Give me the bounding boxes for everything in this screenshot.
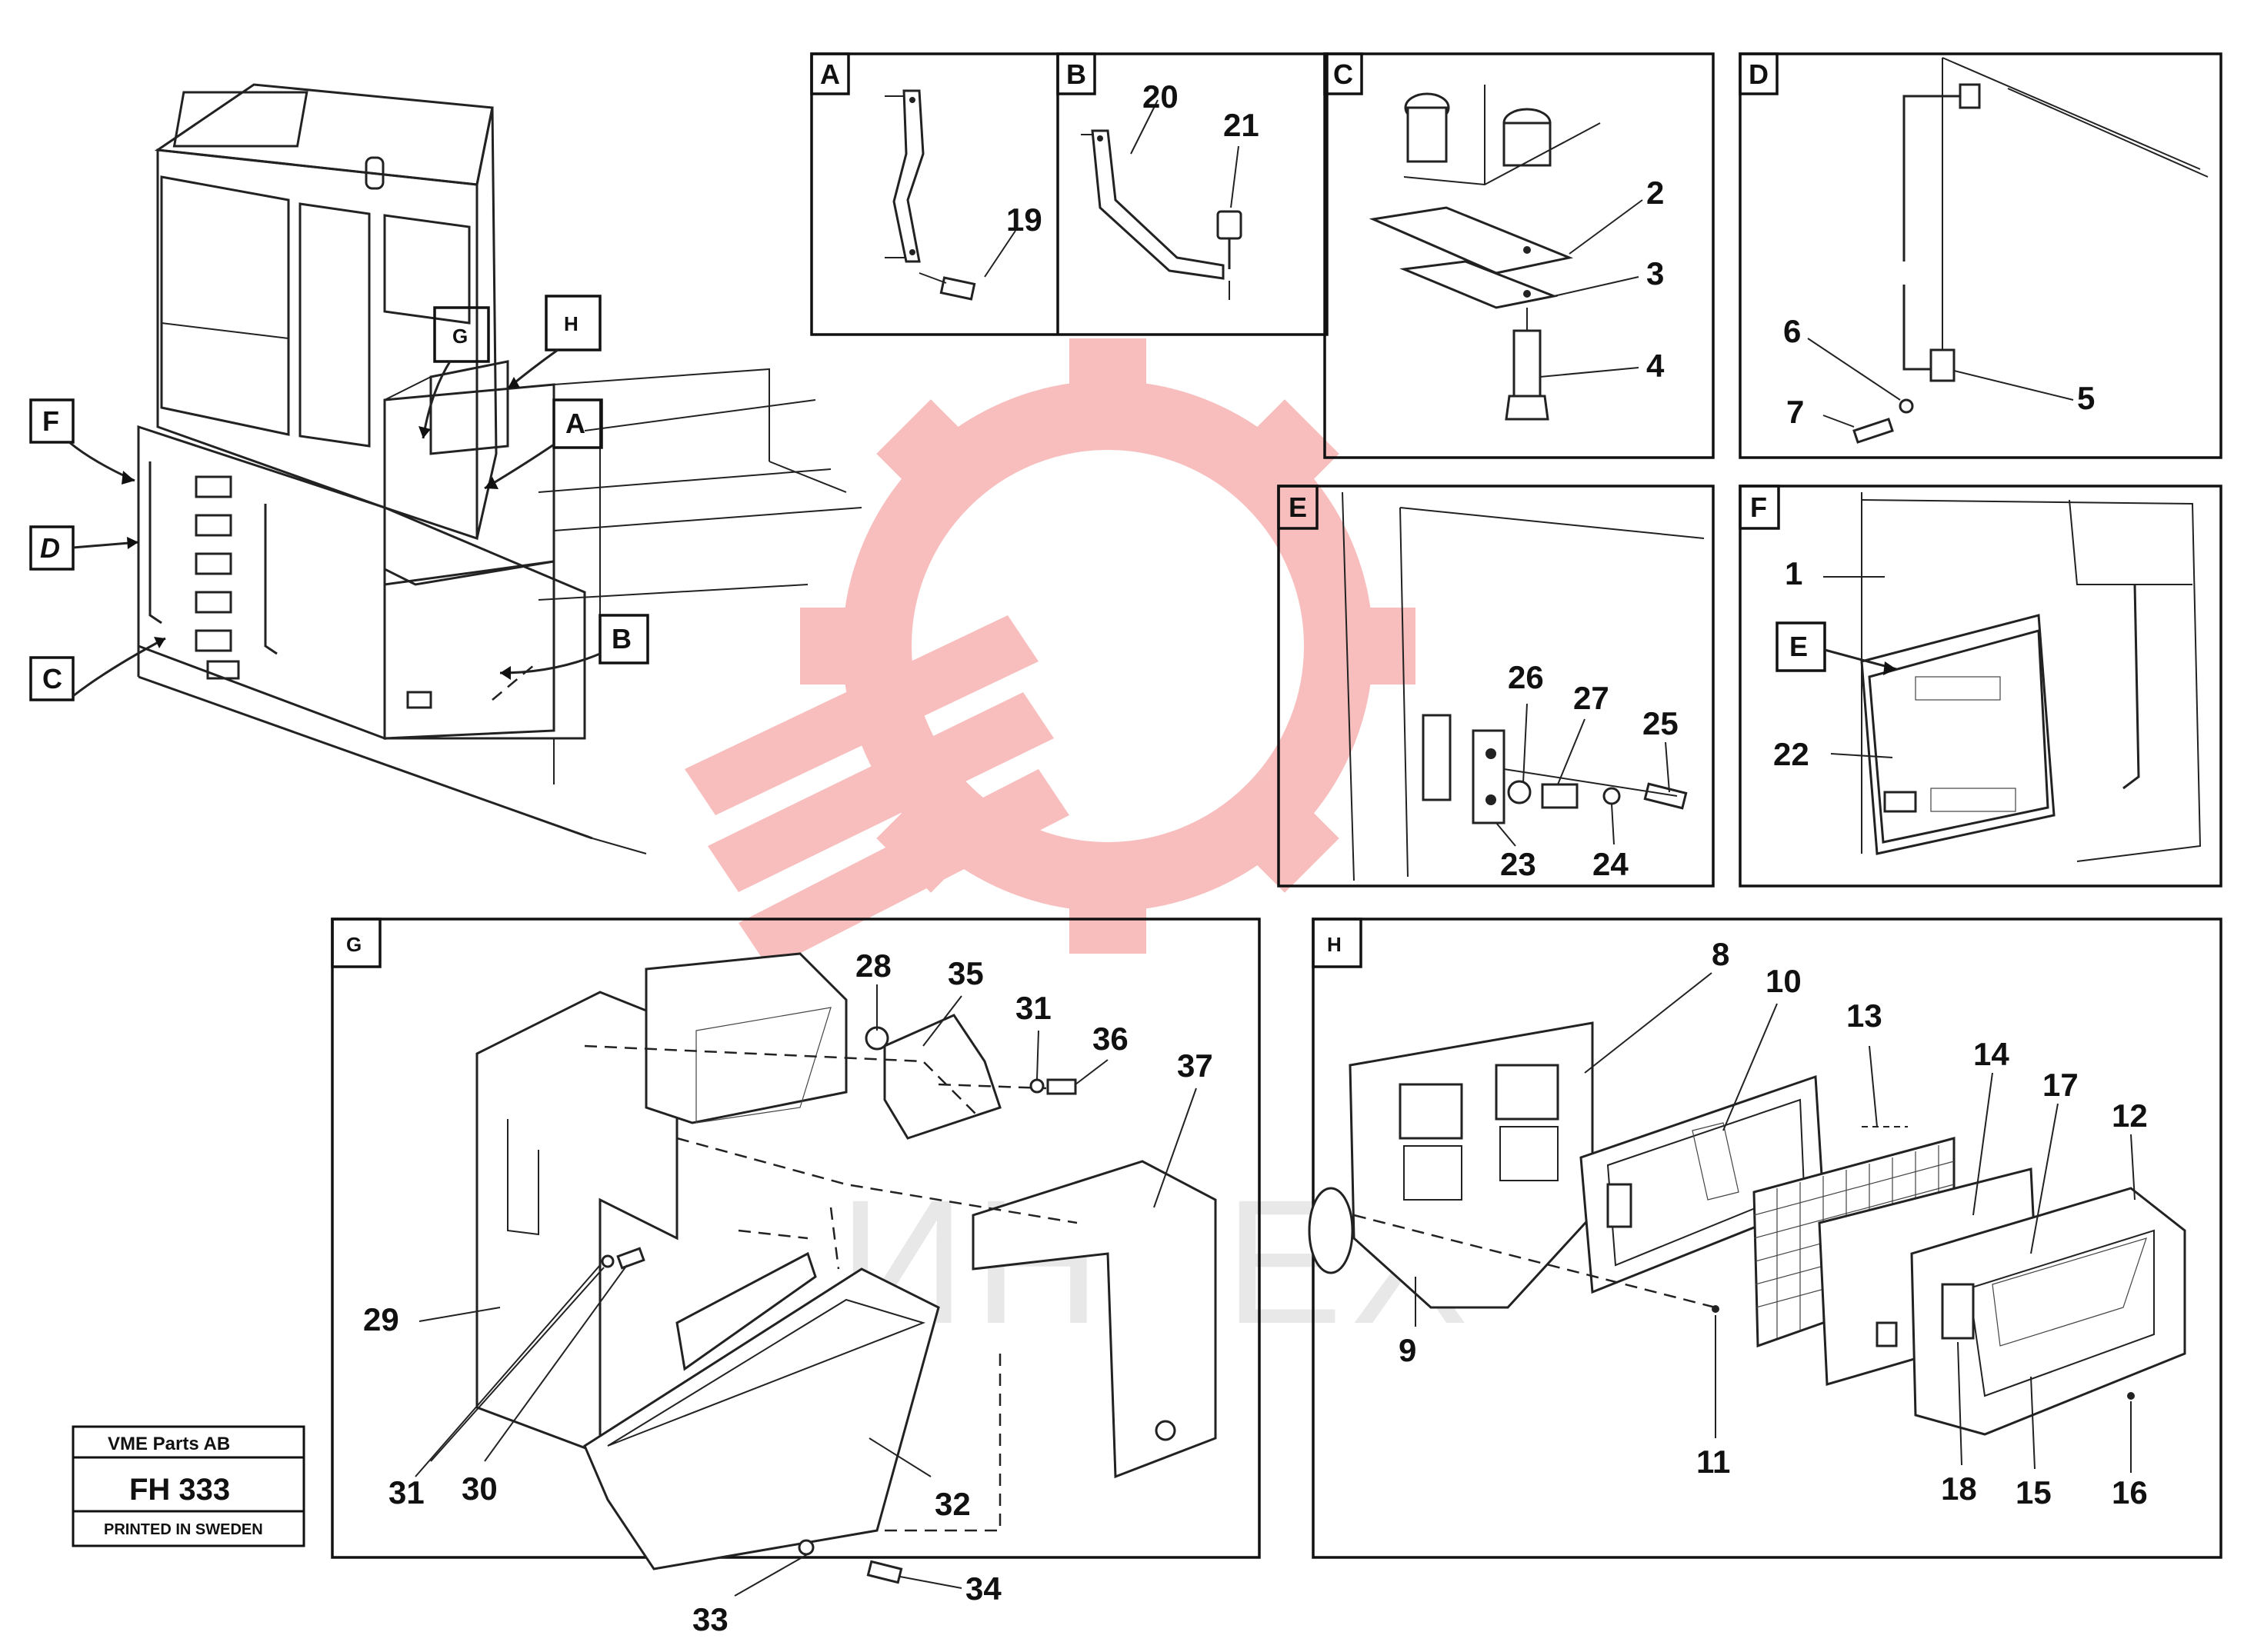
title-block-company: VME Parts AB: [108, 1434, 230, 1454]
main-label-D: D: [29, 525, 139, 571]
svg-text:C: C: [1333, 58, 1353, 90]
callout-34: 34: [965, 1570, 1002, 1607]
callout-12: 12: [2112, 1097, 2148, 1134]
title-block-printed: PRINTED IN SWEDEN: [104, 1521, 263, 1538]
panel-H: H: [1308, 918, 2222, 1559]
svg-text:H: H: [1327, 933, 1342, 956]
callout-28: 28: [855, 948, 892, 984]
callout-37: 37: [1177, 1047, 1213, 1084]
panel-G: G 28 35 31: [331, 918, 1261, 1584]
callout-32: 32: [935, 1486, 971, 1522]
svg-text:C: C: [42, 663, 62, 694]
panel-E: E 26 27 25 23 24: [1277, 485, 1715, 888]
main-label-B: B: [499, 614, 649, 680]
callout-14: 14: [1973, 1036, 2009, 1072]
panel-A: A 19: [810, 52, 1042, 301]
callout-4: 4: [1646, 348, 1665, 384]
watermark-gear-logo: [685, 338, 1415, 969]
callout-25: 25: [1642, 705, 1679, 741]
svg-text:F: F: [1750, 491, 1767, 523]
callout-27: 27: [1573, 680, 1609, 716]
callout-15: 15: [2016, 1474, 2052, 1510]
callout-6: 6: [1783, 313, 1801, 349]
callout-20: 20: [1142, 78, 1179, 115]
main-label-F: F: [29, 398, 135, 485]
callout-29: 29: [363, 1301, 399, 1337]
main-cab-view: [137, 83, 862, 854]
svg-text:B: B: [612, 623, 632, 654]
callout-36: 36: [1092, 1021, 1129, 1057]
callout-35: 35: [948, 955, 984, 991]
svg-text:A: A: [565, 408, 585, 439]
callout-18: 18: [1941, 1470, 1977, 1507]
callout-19: 19: [1006, 202, 1042, 238]
panel-D: D 6 7 5: [1739, 52, 2222, 459]
callout-24: 24: [1592, 846, 1629, 882]
svg-text:G: G: [346, 933, 362, 956]
svg-text:E: E: [1289, 491, 1307, 523]
callout-33: 33: [692, 1601, 729, 1637]
callout-5: 5: [2077, 380, 2095, 416]
callout-3: 3: [1646, 255, 1664, 291]
callout-22: 22: [1773, 736, 1809, 772]
callout-1: 1: [1785, 555, 1802, 591]
main-label-G: G: [418, 306, 490, 439]
callout-10: 10: [1766, 963, 1802, 999]
svg-text:D: D: [40, 532, 60, 564]
panel-G-outside-callouts: 33 34: [692, 1554, 1002, 1637]
main-label-H: H: [507, 295, 602, 390]
svg-text:E: E: [1789, 631, 1808, 662]
title-block-code: FH 333: [129, 1473, 230, 1507]
svg-text:F: F: [42, 405, 59, 437]
callout-23: 23: [1500, 846, 1536, 882]
panel-B: B 20 21: [1056, 52, 1259, 300]
svg-text:G: G: [452, 325, 468, 348]
svg-text:H: H: [564, 312, 579, 335]
callout-30: 30: [462, 1470, 498, 1507]
panel-C: C 2 3 4: [1323, 52, 1715, 459]
svg-text:B: B: [1066, 58, 1086, 90]
callout-9: 9: [1399, 1332, 1416, 1368]
callout-17: 17: [2042, 1067, 2079, 1103]
callout-8: 8: [1712, 936, 1729, 972]
callout-11: 11: [1696, 1444, 1730, 1480]
callout-31b: 31: [388, 1474, 425, 1510]
callout-31: 31: [1015, 990, 1052, 1026]
callout-13: 13: [1846, 998, 1882, 1034]
callout-26: 26: [1508, 659, 1544, 695]
title-block: VME Parts AB FH 333 PRINTED IN SWEDEN: [72, 1425, 305, 1547]
svg-text:A: A: [820, 58, 840, 90]
callout-21: 21: [1223, 107, 1259, 143]
svg-text:D: D: [1749, 58, 1769, 90]
callout-2: 2: [1646, 175, 1664, 211]
main-label-C: C: [29, 637, 166, 701]
callout-7: 7: [1786, 394, 1804, 430]
panel-F: F 1 E 22: [1739, 485, 2222, 888]
main-label-A: A: [484, 398, 603, 490]
callout-16: 16: [2112, 1474, 2148, 1510]
